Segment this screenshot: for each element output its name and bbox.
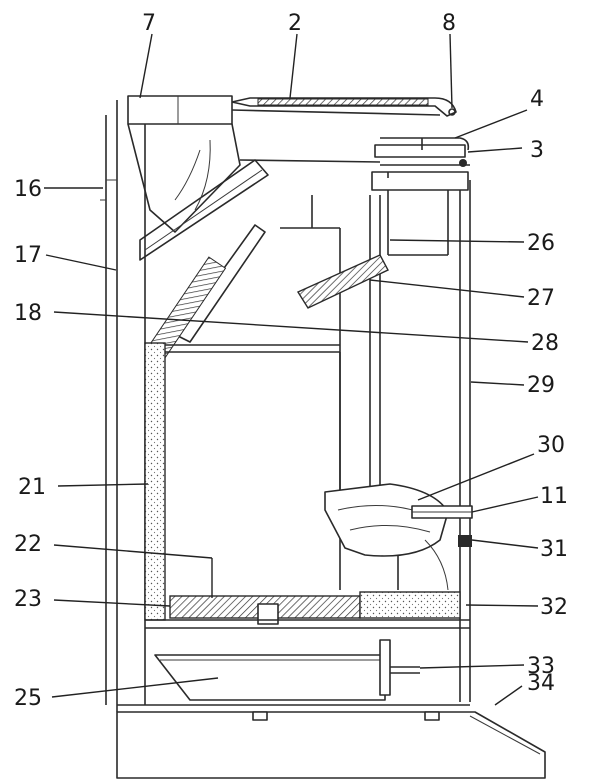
label-23: 23 — [14, 587, 42, 612]
label-26: 26 — [527, 231, 555, 256]
label-8: 8 — [442, 11, 456, 36]
slab-27 — [296, 254, 389, 309]
label-27: 27 — [527, 286, 555, 311]
base-plinth — [116, 711, 546, 779]
label-7: 7 — [142, 11, 156, 36]
feed-chute — [127, 95, 269, 261]
label-33: 33 — [527, 654, 555, 679]
label-31: 31 — [540, 537, 568, 562]
grate-assembly — [324, 483, 473, 591]
label-18: 18 — [14, 301, 42, 326]
label-34: 34 — [527, 671, 555, 696]
label-21: 21 — [18, 475, 46, 500]
ash-pan — [154, 639, 420, 701]
upper-chamber — [239, 137, 470, 256]
label-11: 11 — [540, 484, 568, 509]
top-lid — [231, 97, 457, 117]
label-17: 17 — [14, 243, 42, 268]
label-28: 28 — [531, 331, 559, 356]
leader-lines — [44, 33, 539, 706]
baffle-plate — [146, 195, 381, 490]
label-4: 4 — [530, 87, 544, 112]
label-25: 25 — [14, 686, 42, 711]
label-32: 32 — [540, 595, 568, 620]
label-29: 29 — [527, 373, 555, 398]
label-3: 3 — [530, 138, 544, 163]
part-labels: 7 2 8 4 3 16 17 26 27 18 28 29 30 21 11 … — [14, 11, 568, 711]
hearth-plate — [145, 591, 470, 629]
label-30: 30 — [537, 433, 565, 458]
side-lining — [144, 342, 341, 621]
label-22: 22 — [14, 532, 42, 557]
label-2: 2 — [288, 11, 302, 36]
label-16: 16 — [14, 177, 42, 202]
